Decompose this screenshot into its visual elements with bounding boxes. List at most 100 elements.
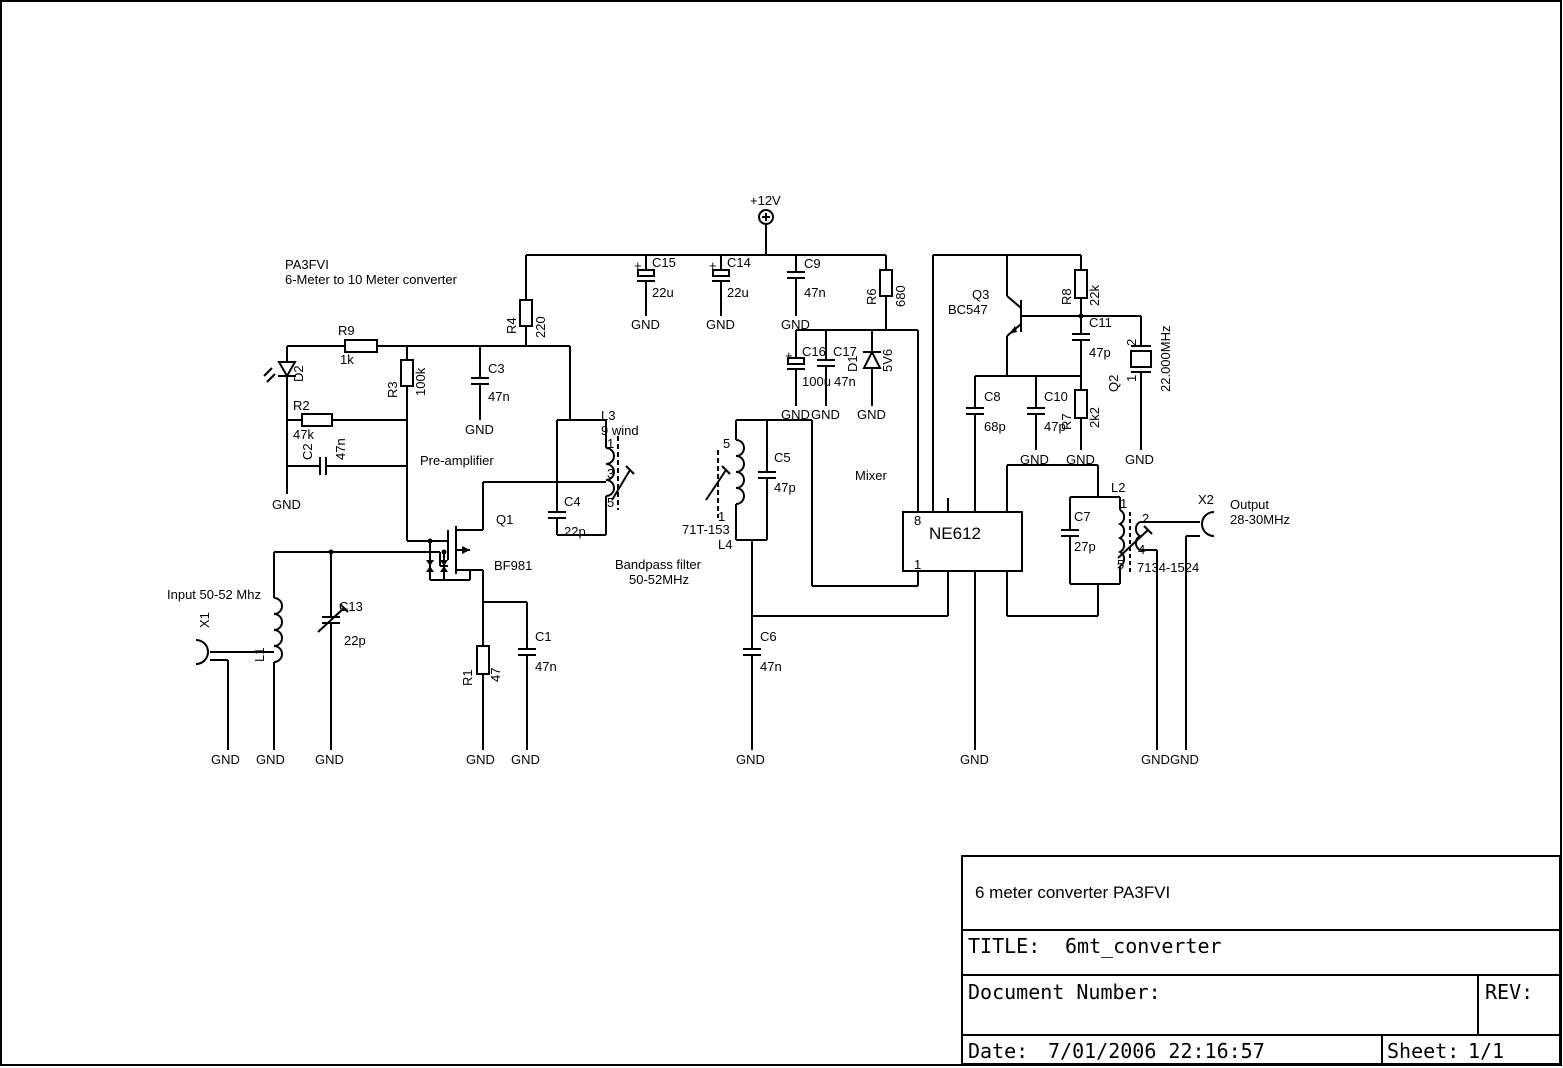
capacitor-c16: + C16 100u GND xyxy=(781,344,831,422)
date-value: 7/01/2006 22:16:57 xyxy=(1048,1039,1265,1063)
svg-text:X2: X2 xyxy=(1198,492,1214,507)
svg-text:5: 5 xyxy=(607,495,614,510)
resistor-r4: R4 220 xyxy=(504,299,548,346)
svg-text:+12V: +12V xyxy=(750,193,781,208)
gnd-label: GND xyxy=(466,752,495,767)
svg-text:C6: C6 xyxy=(760,629,777,644)
svg-text:7134-1524: 7134-1524 xyxy=(1137,560,1199,575)
capacitor-c3: C3 47n GND xyxy=(465,346,510,437)
svg-text:BC547: BC547 xyxy=(948,302,988,317)
capacitor-c9: C9 47n GND xyxy=(781,255,826,332)
svg-text:C10: C10 xyxy=(1044,389,1068,404)
mosfet-q1: Q1 BF981 xyxy=(274,481,606,602)
svg-text:R9: R9 xyxy=(338,323,355,338)
date-label: Date: xyxy=(968,1039,1028,1063)
svg-text:+: + xyxy=(634,258,642,273)
svg-text:47p: 47p xyxy=(774,480,796,495)
capacitor-c10: C10 47p GND xyxy=(1020,376,1068,467)
svg-text:47n: 47n xyxy=(333,438,348,460)
svg-text:2: 2 xyxy=(1124,339,1139,346)
svg-text:L4: L4 xyxy=(718,537,732,552)
ic-ne612: NE612 8 1 GND xyxy=(902,498,1023,767)
svg-text:+: + xyxy=(709,258,717,273)
svg-text:2k2: 2k2 xyxy=(1087,407,1102,428)
label-output: Output xyxy=(1230,497,1269,512)
svg-text:4: 4 xyxy=(1138,542,1145,557)
gnd-label: GND xyxy=(1125,452,1154,467)
gnd-label: GND xyxy=(781,317,810,332)
label-preamp: Pre-amplifier xyxy=(420,453,494,468)
svg-text:100k: 100k xyxy=(413,367,428,396)
svg-text:1: 1 xyxy=(607,436,614,451)
gnd-label: GND xyxy=(811,407,840,422)
capacitor-c2: C2 47n GND xyxy=(272,438,407,512)
capacitor-c15: + C15 22u GND xyxy=(631,255,676,332)
inductor-l4: 5 1 71T-153 L4 xyxy=(682,419,767,649)
svg-text:68p: 68p xyxy=(984,419,1006,434)
svg-text:C15: C15 xyxy=(652,255,676,270)
gnd-label: GND xyxy=(1066,452,1095,467)
svg-text:C11: C11 xyxy=(1089,315,1112,330)
project-name: 6 meter converter PA3FVI xyxy=(975,883,1170,902)
header-description: 6-Meter to 10 Meter converter xyxy=(285,272,458,287)
svg-text:5V6: 5V6 xyxy=(880,349,895,372)
trimmer-c13: C13 22p GND xyxy=(315,552,366,767)
supply-12v: +12V xyxy=(750,193,781,255)
resistor-r7: R7 2k2 GND xyxy=(1059,389,1102,467)
svg-text:L3: L3 xyxy=(601,408,615,423)
resistor-r2: R2 47k xyxy=(287,398,407,442)
svg-text:C7: C7 xyxy=(1074,509,1091,524)
capacitor-c8: C8 68p xyxy=(966,389,1006,512)
capacitor-c1: C1 47n GND xyxy=(511,602,557,767)
gnd-label: GND xyxy=(256,752,285,767)
svg-text:22p: 22p xyxy=(344,633,366,648)
svg-text:8: 8 xyxy=(914,513,921,528)
rev-label: REV: xyxy=(1485,980,1533,1004)
connector-x1: X1 GND xyxy=(195,612,274,767)
svg-text:47n: 47n xyxy=(760,659,782,674)
svg-text:C5: C5 xyxy=(774,450,791,465)
label-output-freq: 28-30MHz xyxy=(1230,512,1290,527)
gnd-label: GND xyxy=(631,317,660,332)
svg-text:D1: D1 xyxy=(845,355,860,372)
svg-text:47n: 47n xyxy=(804,285,826,300)
svg-text:1: 1 xyxy=(1124,375,1139,382)
svg-text:220: 220 xyxy=(533,316,548,338)
capacitor-c7: C7 27p xyxy=(1061,497,1096,584)
gnd-label: GND xyxy=(706,317,735,332)
svg-text:NE612: NE612 xyxy=(929,524,981,543)
svg-text:47p: 47p xyxy=(1044,419,1066,434)
svg-text:47n: 47n xyxy=(488,389,510,404)
svg-text:9 wind: 9 wind xyxy=(601,423,639,438)
zener-d1: D1 5V6 GND xyxy=(845,349,895,422)
gnd-label: GND xyxy=(1141,752,1170,767)
capacitor-c4: C4 22p xyxy=(548,419,606,539)
sheet-value: 1/1 xyxy=(1468,1039,1504,1063)
gnd-label: GND xyxy=(465,422,494,437)
crystal-q2: Q2 22.000MHz 2 1 GND xyxy=(1081,315,1173,467)
svg-text:22.000MHz: 22.000MHz xyxy=(1158,326,1173,392)
header-callsign: PA3FVI xyxy=(285,257,329,272)
svg-text:C9: C9 xyxy=(804,256,821,271)
svg-text:L2: L2 xyxy=(1111,480,1125,495)
svg-text:C8: C8 xyxy=(984,389,1001,404)
svg-text:680: 680 xyxy=(893,285,908,307)
label-mixer: Mixer xyxy=(855,468,887,483)
svg-text:100u: 100u xyxy=(802,374,831,389)
svg-text:5: 5 xyxy=(723,436,730,451)
svg-text:C13: C13 xyxy=(339,599,363,614)
oscillator-rail xyxy=(932,254,1081,512)
svg-text:C4: C4 xyxy=(564,494,581,509)
gnd-label: GND xyxy=(272,497,301,512)
capacitor-c14: + C14 22u GND xyxy=(706,255,751,332)
title-label: TITLE: xyxy=(968,934,1040,958)
svg-text:47k: 47k xyxy=(293,427,314,442)
label-bandpass-freq: 50-52MHz xyxy=(629,572,689,587)
capacitor-c6: C6 47n GND xyxy=(736,629,782,767)
svg-text:22p: 22p xyxy=(564,524,586,539)
gnd-label: GND xyxy=(511,752,540,767)
sheet-label: Sheet: xyxy=(1387,1039,1459,1063)
svg-text:22u: 22u xyxy=(727,285,749,300)
